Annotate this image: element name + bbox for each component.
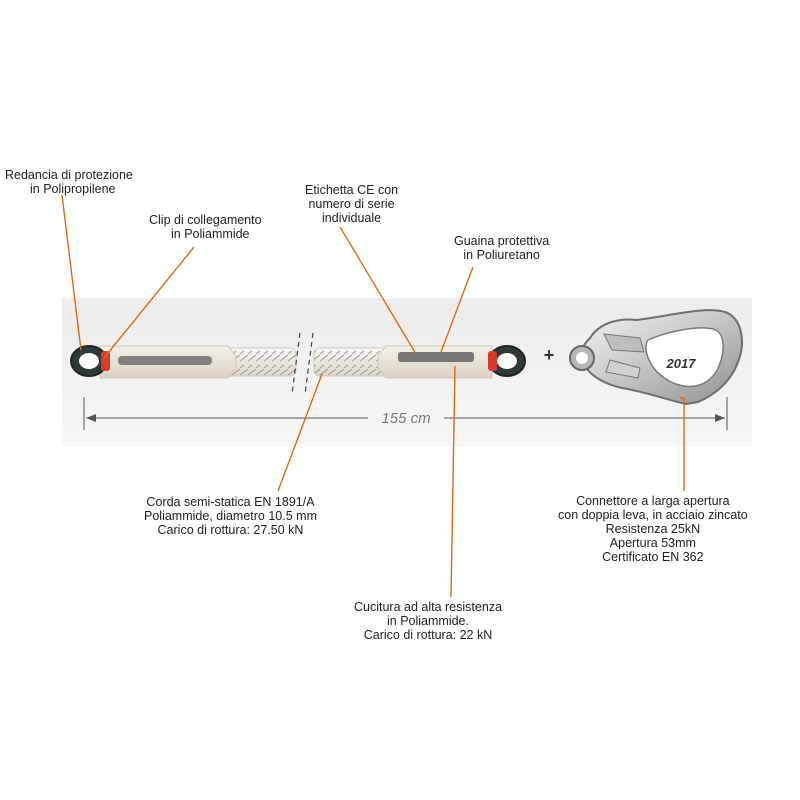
- leader-connettore: [680, 397, 685, 491]
- plus-sign: +: [544, 345, 555, 365]
- leader-guaina: [440, 266, 474, 353]
- label-cucitura: Cucitura ad alta resistenza in Poliammid…: [354, 600, 502, 642]
- ce-label-band: [398, 352, 474, 362]
- break-mark-right: [304, 332, 314, 395]
- dimension-text: 155 cm: [381, 410, 430, 427]
- left-red-clip: [101, 351, 110, 371]
- hook-marking-2017: 2017: [666, 356, 697, 371]
- label-connettore: Connettore a larga apertura con doppia l…: [558, 494, 748, 564]
- leader-corda: [277, 373, 323, 492]
- label-etichetta: Etichetta CE con numero di serie individ…: [305, 183, 399, 225]
- break-mark-left: [291, 332, 301, 395]
- dimension-line: 155 cm: [83, 397, 728, 430]
- label-corda: Corda semi-statica EN 1891/A Poliammide,…: [144, 495, 317, 537]
- label-guaina: Guaina protettiva in Poliuretano: [454, 234, 550, 262]
- right-red-clip: [488, 351, 497, 371]
- leader-etichetta: [339, 226, 417, 355]
- connector-hook: 2017: [569, 309, 743, 406]
- label-clip: Clip di collegamento in Poliammide: [149, 213, 262, 241]
- leader-redancia: [61, 194, 82, 351]
- leader-cucitura: [450, 365, 456, 598]
- leader-clip: [103, 246, 195, 359]
- label-redancia: Redancia di protezione in Polipropilene: [5, 168, 133, 196]
